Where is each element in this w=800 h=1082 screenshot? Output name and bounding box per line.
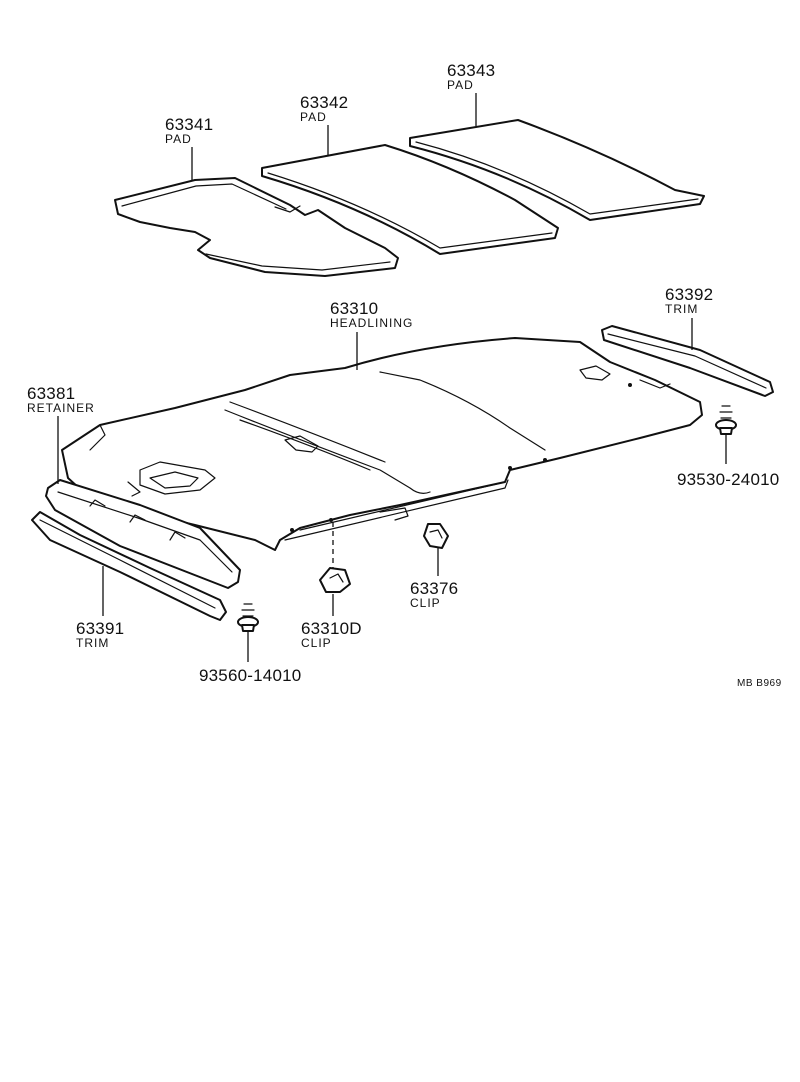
pad-63341-shape [114,177,399,277]
part-number: 63381 [27,384,76,403]
trim-63392-shape [601,325,774,397]
part-number: 63392 [665,285,714,304]
label-63376: 63376 CLIP [410,580,458,609]
part-number: 63343 [447,61,496,80]
label-93530-24010: 93530-24010 [677,471,779,488]
retainer-shape [45,479,241,589]
part-number: 63310 [330,299,379,318]
part-name: TRIM [76,636,110,650]
part-name: PAD [165,132,192,146]
label-63392: 63392 TRIM [665,286,713,315]
label-63342: 63342 PAD [300,94,348,123]
label-63310d: 63310D CLIP [301,620,362,649]
label-93560-14010: 93560-14010 [199,667,301,684]
clip-63376-shape [423,523,449,549]
part-number: 93530-24010 [677,470,780,489]
part-number: 63376 [410,579,459,598]
part-number: 63391 [76,619,125,638]
screw-front-shape [237,603,259,632]
label-63343: 63343 PAD [447,62,495,91]
pad-63343-shape [409,119,705,221]
clip-63310d-shape [319,567,351,593]
part-number: 63341 [165,115,214,134]
screw-rear-shape [715,405,737,435]
part-name: CLIP [301,636,332,650]
part-name: HEADLINING [330,316,414,330]
part-name: PAD [447,78,474,92]
label-63391: 63391 TRIM [76,620,124,649]
part-name: CLIP [410,596,441,610]
headlining-shape [61,337,703,551]
part-name: TRIM [665,302,699,316]
label-63381: 63381 RETAINER [27,385,95,414]
reference-code: MB B969 [737,678,782,689]
pad-63342-shape [261,144,559,255]
part-name: RETAINER [27,401,95,415]
part-name: PAD [300,110,327,124]
label-63310: 63310 HEADLINING [330,300,413,329]
part-number: 63342 [300,93,349,112]
part-number: 63310D [301,619,362,638]
trim-63391-shape [31,511,227,621]
part-number: 93560-14010 [199,666,302,685]
label-63341: 63341 PAD [165,116,213,145]
